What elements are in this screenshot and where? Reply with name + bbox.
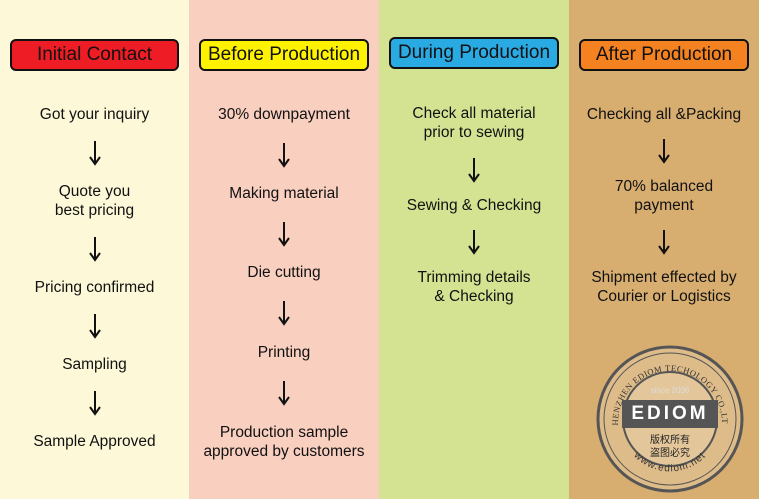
down-arrow-icon <box>468 230 480 255</box>
column-during-production: During Production Check all material pri… <box>379 0 569 499</box>
down-arrow-icon <box>88 141 101 166</box>
down-arrow-icon <box>658 139 670 164</box>
step-making-material: Making material <box>229 185 339 202</box>
step-sampling: Sampling <box>62 356 127 373</box>
down-arrow-icon <box>278 143 290 168</box>
step-quote-pricing: Quote you best pricing <box>54 183 135 219</box>
step-downpayment: 30% downpayment <box>218 106 350 123</box>
step-check-material: Check all material prior to sewing <box>412 105 536 141</box>
step-checking-packing: Checking all &Packing <box>586 106 742 123</box>
step-trimming-details: Trimming details & Checking <box>417 269 531 305</box>
step-production-sample-approved: Production sample approved by customers <box>203 424 365 460</box>
step-sample-approved: Sample Approved <box>33 433 156 450</box>
column-before-production: Before Production 30% downpayment Making… <box>189 0 379 499</box>
down-arrow-icon <box>658 230 670 255</box>
down-arrow-icon <box>88 237 101 262</box>
company-seal-logo: SHENZHEN EDIOM TECHOLOGY CO.,LTD www.edi… <box>596 345 744 493</box>
down-arrow-icon <box>468 158 480 183</box>
down-arrow-icon <box>88 391 101 416</box>
step-shipment: Shipment effected by Courier or Logistic… <box>591 269 737 305</box>
step-balanced-payment: 70% balanced payment <box>614 178 714 214</box>
column-header-initial-contact: Initial Contact <box>10 39 179 71</box>
step-printing: Printing <box>257 344 311 361</box>
step-got-inquiry: Got your inquiry <box>39 106 150 123</box>
column-header-before-production: Before Production <box>199 39 369 71</box>
seal-cn-line2: 盗图必究 <box>650 448 690 459</box>
seal-cn-line1: 版权所有 <box>650 435 690 446</box>
seal-since: since 2006 <box>650 386 690 395</box>
step-sewing-checking: Sewing & Checking <box>406 197 542 214</box>
down-arrow-icon <box>88 314 101 339</box>
step-die-cutting: Die cutting <box>247 264 321 281</box>
down-arrow-icon <box>278 222 290 247</box>
down-arrow-icon <box>278 301 290 326</box>
step-pricing-confirmed: Pricing confirmed <box>34 279 155 296</box>
down-arrow-icon <box>278 381 290 406</box>
column-header-after-production: After Production <box>579 39 749 71</box>
seal-brand: EDIOM <box>622 400 718 428</box>
column-header-during-production: During Production <box>389 37 559 69</box>
column-initial-contact: Initial Contact Got your inquiry Quote y… <box>0 0 189 499</box>
